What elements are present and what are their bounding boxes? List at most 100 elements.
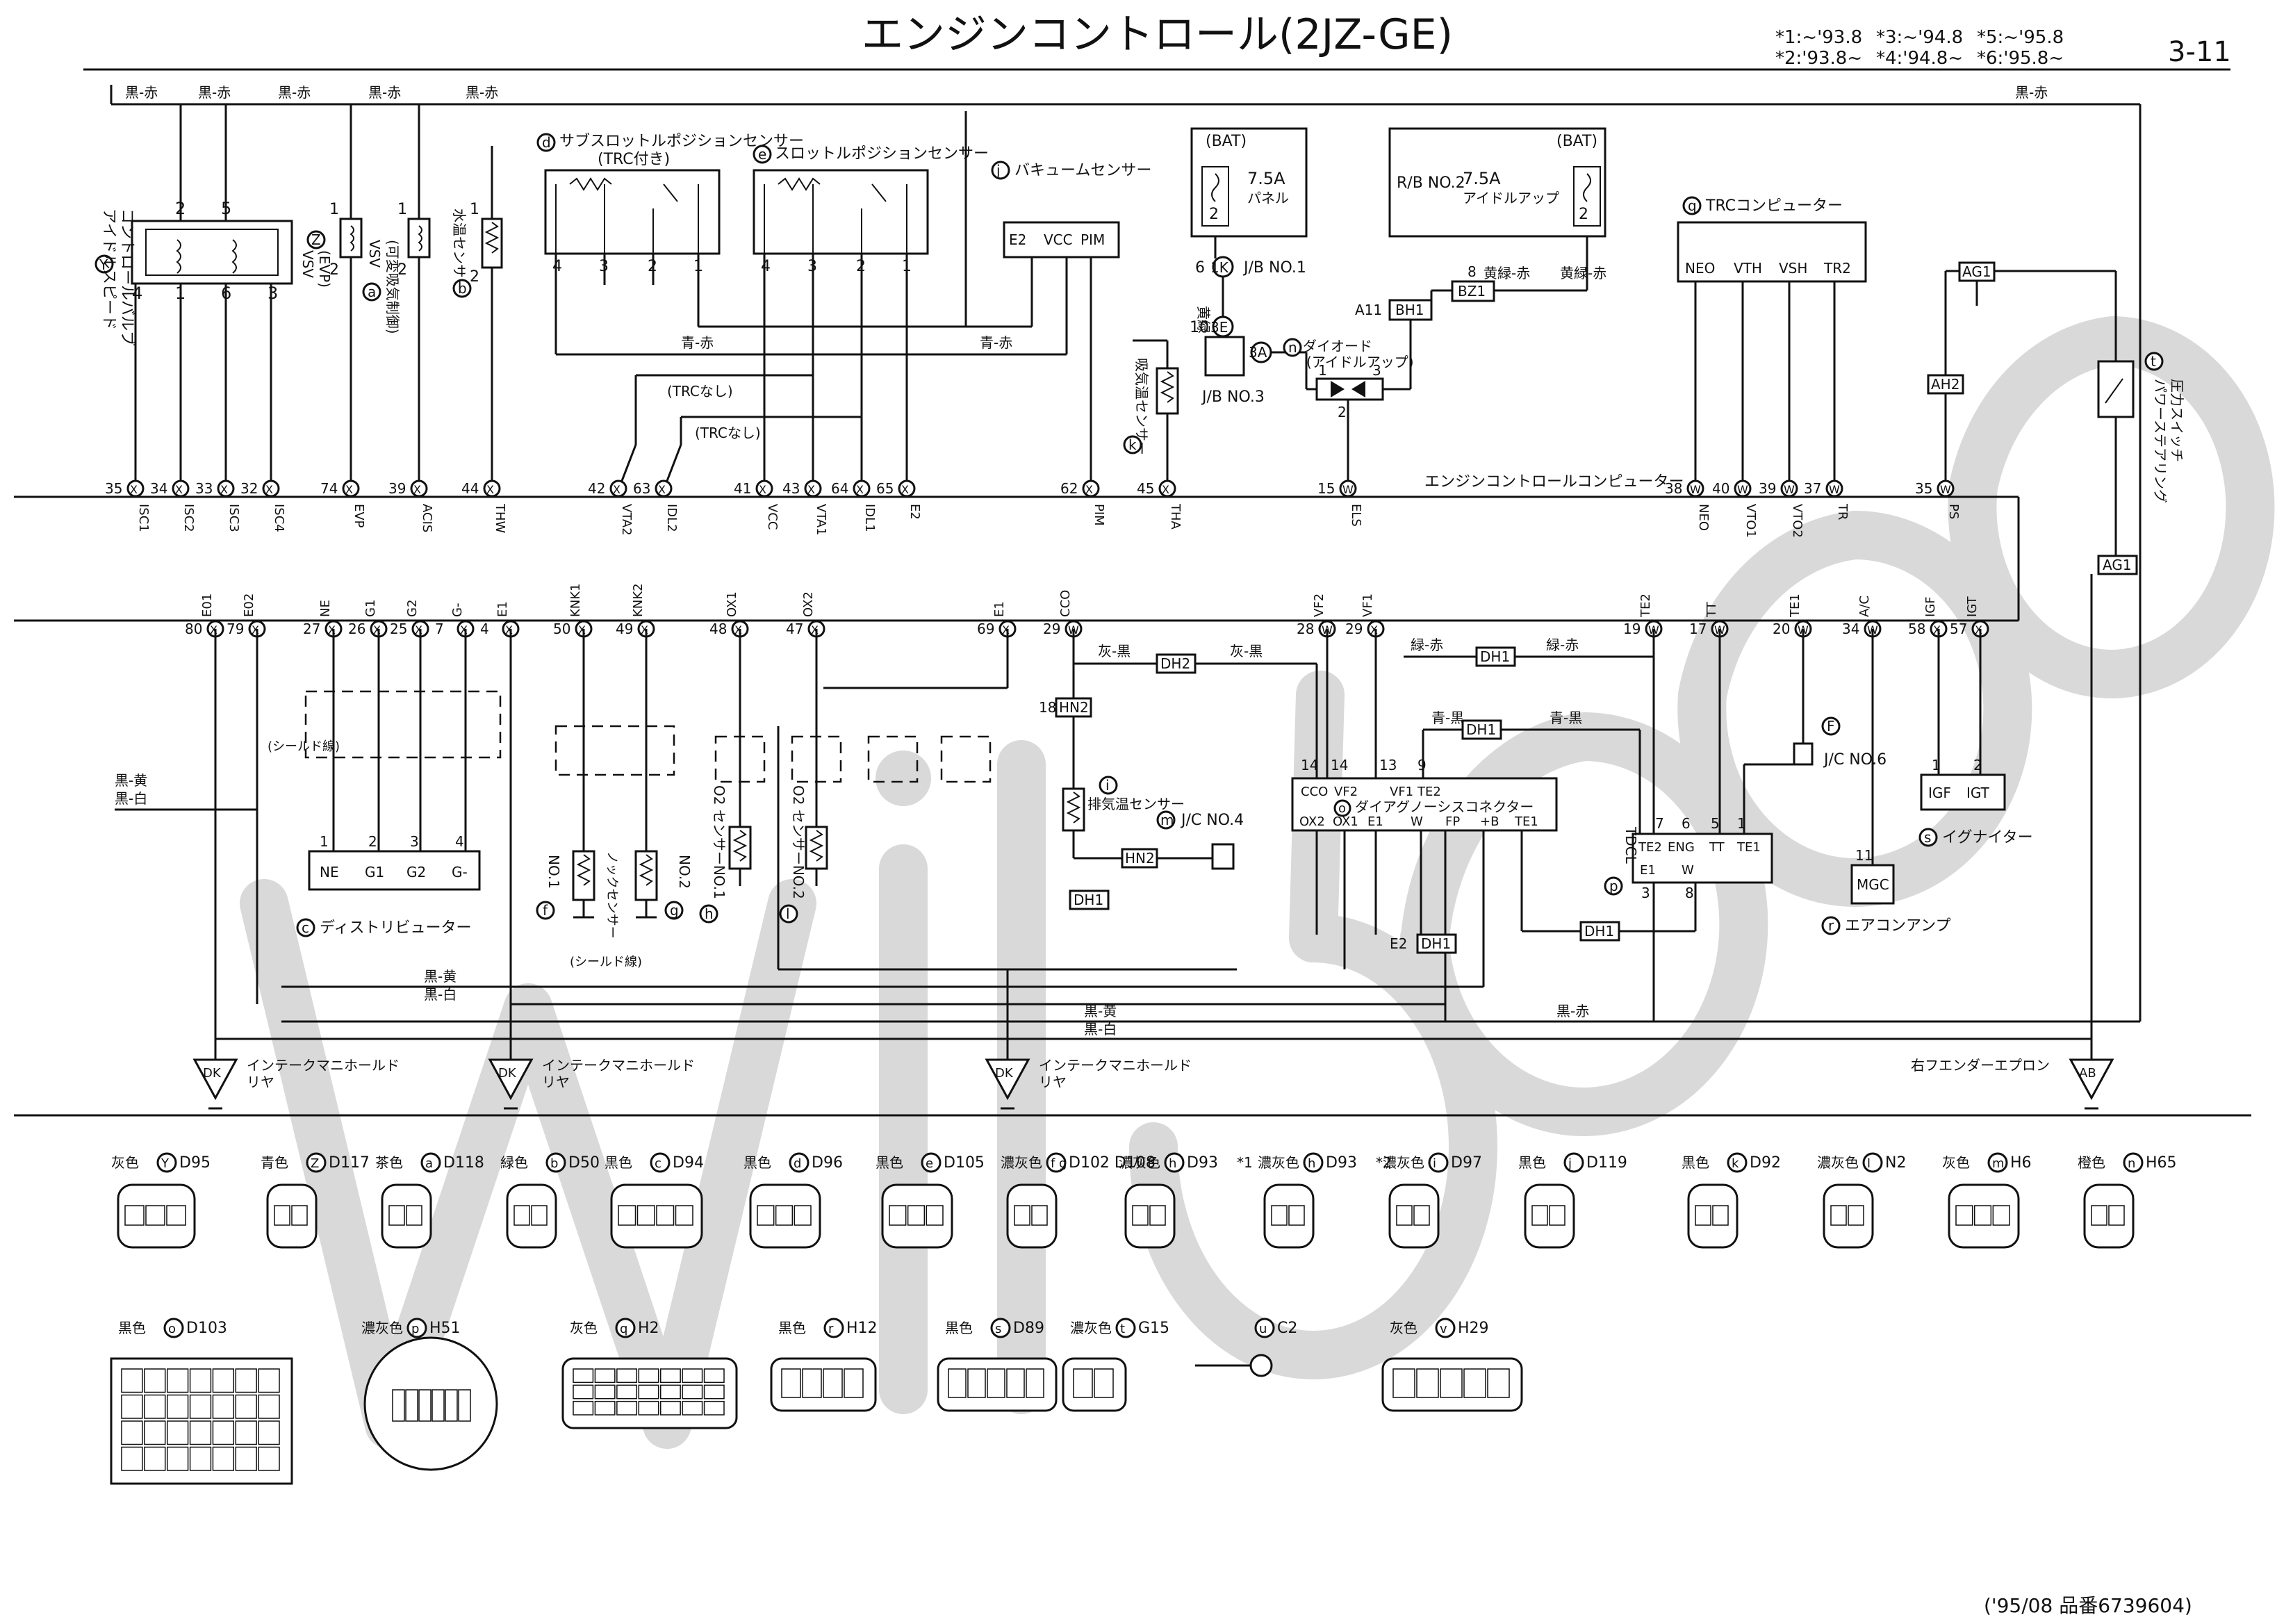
svg-text:m: m	[1160, 812, 1174, 828]
pin-type: X	[1002, 623, 1010, 637]
junction-dh1: DH1	[1480, 648, 1510, 665]
pin-name: IGT	[1965, 596, 1980, 617]
pin-number: 48	[709, 621, 727, 637]
header: エンジンコントロール(2JZ-GE) *1:~'93.8 *3:~'94.8 *…	[83, 10, 2231, 71]
connector-color: 灰色	[570, 1320, 598, 1336]
pin-type: X	[210, 623, 217, 637]
connector-letter: l	[1867, 1156, 1871, 1171]
pin-number: 39	[1759, 480, 1776, 497]
power-steering-switch: AG1 AH2 AG1 t パワーステアリング 圧力スイッチ	[1927, 261, 2185, 575]
pin-number: 34	[150, 480, 167, 497]
pin-name: ELS	[1349, 504, 1363, 527]
pin-type: X	[1085, 483, 1093, 496]
connector-color: 黒色	[743, 1154, 771, 1171]
svg-text:18: 18	[1039, 699, 1056, 716]
pin-number: 4	[480, 621, 489, 637]
connector-code: D103	[186, 1320, 227, 1337]
pin-name: G1	[363, 600, 378, 617]
connector-color: 灰色	[111, 1154, 139, 1171]
connector-cell	[781, 1368, 801, 1398]
connector-letter: Y	[161, 1156, 170, 1171]
junction-dh1: DH1	[1584, 923, 1614, 940]
connector-letter: Z	[311, 1156, 319, 1171]
pin-name: TT	[1704, 601, 1719, 618]
junction-ah2: AH2	[1931, 376, 1959, 393]
jb3-label: J/B NO.3	[1201, 388, 1265, 406]
pin-type: W	[1690, 483, 1701, 496]
connector-cell	[388, 1205, 405, 1226]
pin-type: X	[613, 483, 620, 496]
connector-cell	[121, 1420, 143, 1445]
svg-text:d: d	[542, 134, 551, 151]
pin-circle	[1686, 479, 1704, 498]
wire-label: 黒-黄	[424, 968, 457, 985]
pin-circle	[172, 479, 190, 498]
ground-symbol	[985, 1058, 1030, 1101]
pin-name: TR	[1835, 503, 1850, 520]
wire-label: 青-赤	[681, 334, 714, 351]
connector-cell	[1031, 1205, 1048, 1226]
connector-color: 茶色	[375, 1154, 403, 1171]
svg-text:s: s	[1924, 829, 1931, 846]
tdcl-pin-eng: ENG	[1668, 840, 1695, 855]
throttle-position-sensor: 4 3 2 1 e スロットルポジションセンサー	[753, 145, 989, 275]
vacuum-pin-pim: PIM	[1080, 231, 1105, 248]
connector-cell	[274, 1205, 290, 1226]
connector-cell	[432, 1389, 445, 1422]
svg-text:g: g	[670, 902, 679, 919]
connector-code: N2	[1885, 1154, 1906, 1172]
connector-cell	[1830, 1205, 1847, 1226]
pin-name: VF1	[1361, 593, 1375, 617]
pin-name: VF2	[1312, 593, 1326, 617]
pin-type: X	[1162, 483, 1169, 496]
pin-number: 63	[633, 480, 650, 497]
ground-label: 右フエンダーエプロン	[1911, 1057, 2050, 1074]
connector-cell	[638, 1368, 659, 1384]
connector-letter: h	[1308, 1156, 1315, 1171]
pin-name: VTO1	[1743, 504, 1758, 538]
pin-number: 17	[1689, 621, 1707, 637]
connector-letter-circle	[1164, 1152, 1185, 1173]
svg-text:3: 3	[268, 284, 278, 303]
ac-amp-label: エアコンアンプ	[1845, 917, 1950, 935]
svg-text:e: e	[758, 146, 766, 163]
connector-cell	[638, 1400, 659, 1416]
tdcl-pin-te1: TE1	[1736, 840, 1761, 855]
svg-text:1K: 1K	[1210, 259, 1229, 276]
svg-text:o: o	[1338, 801, 1346, 816]
pin-number: 35	[1915, 480, 1932, 497]
pin-circle	[655, 479, 673, 498]
connector-cell	[1271, 1205, 1288, 1226]
connector-cell	[144, 1420, 166, 1445]
svg-text:13: 13	[1379, 757, 1397, 773]
power-bus: 黒-赤 黒-赤 黒-赤 黒-赤 黒-赤 黒-赤	[110, 84, 2142, 1022]
pin-circle	[1734, 479, 1752, 498]
svg-text:f: f	[543, 902, 548, 919]
connector-cell	[616, 1368, 638, 1384]
svg-text:Z: Z	[311, 231, 321, 248]
diag-pin-e1: E1	[1367, 814, 1383, 829]
ac-amp-pin-mgc: MGC	[1857, 876, 1889, 893]
connector-cell	[212, 1394, 235, 1419]
connector-letter-circle	[921, 1152, 942, 1173]
pin-type: X	[252, 623, 259, 637]
pin-name: E1	[495, 601, 510, 617]
svg-text:7: 7	[1655, 815, 1664, 832]
connector-letter-circle	[1046, 1152, 1067, 1173]
connector-cell	[638, 1384, 659, 1400]
pin-type: X	[1975, 623, 1982, 637]
connector-cell	[144, 1446, 166, 1471]
pin-circle	[483, 479, 501, 498]
svg-text:1: 1	[329, 201, 339, 218]
water-temp-sensor-label: 水温センサー	[451, 208, 468, 292]
